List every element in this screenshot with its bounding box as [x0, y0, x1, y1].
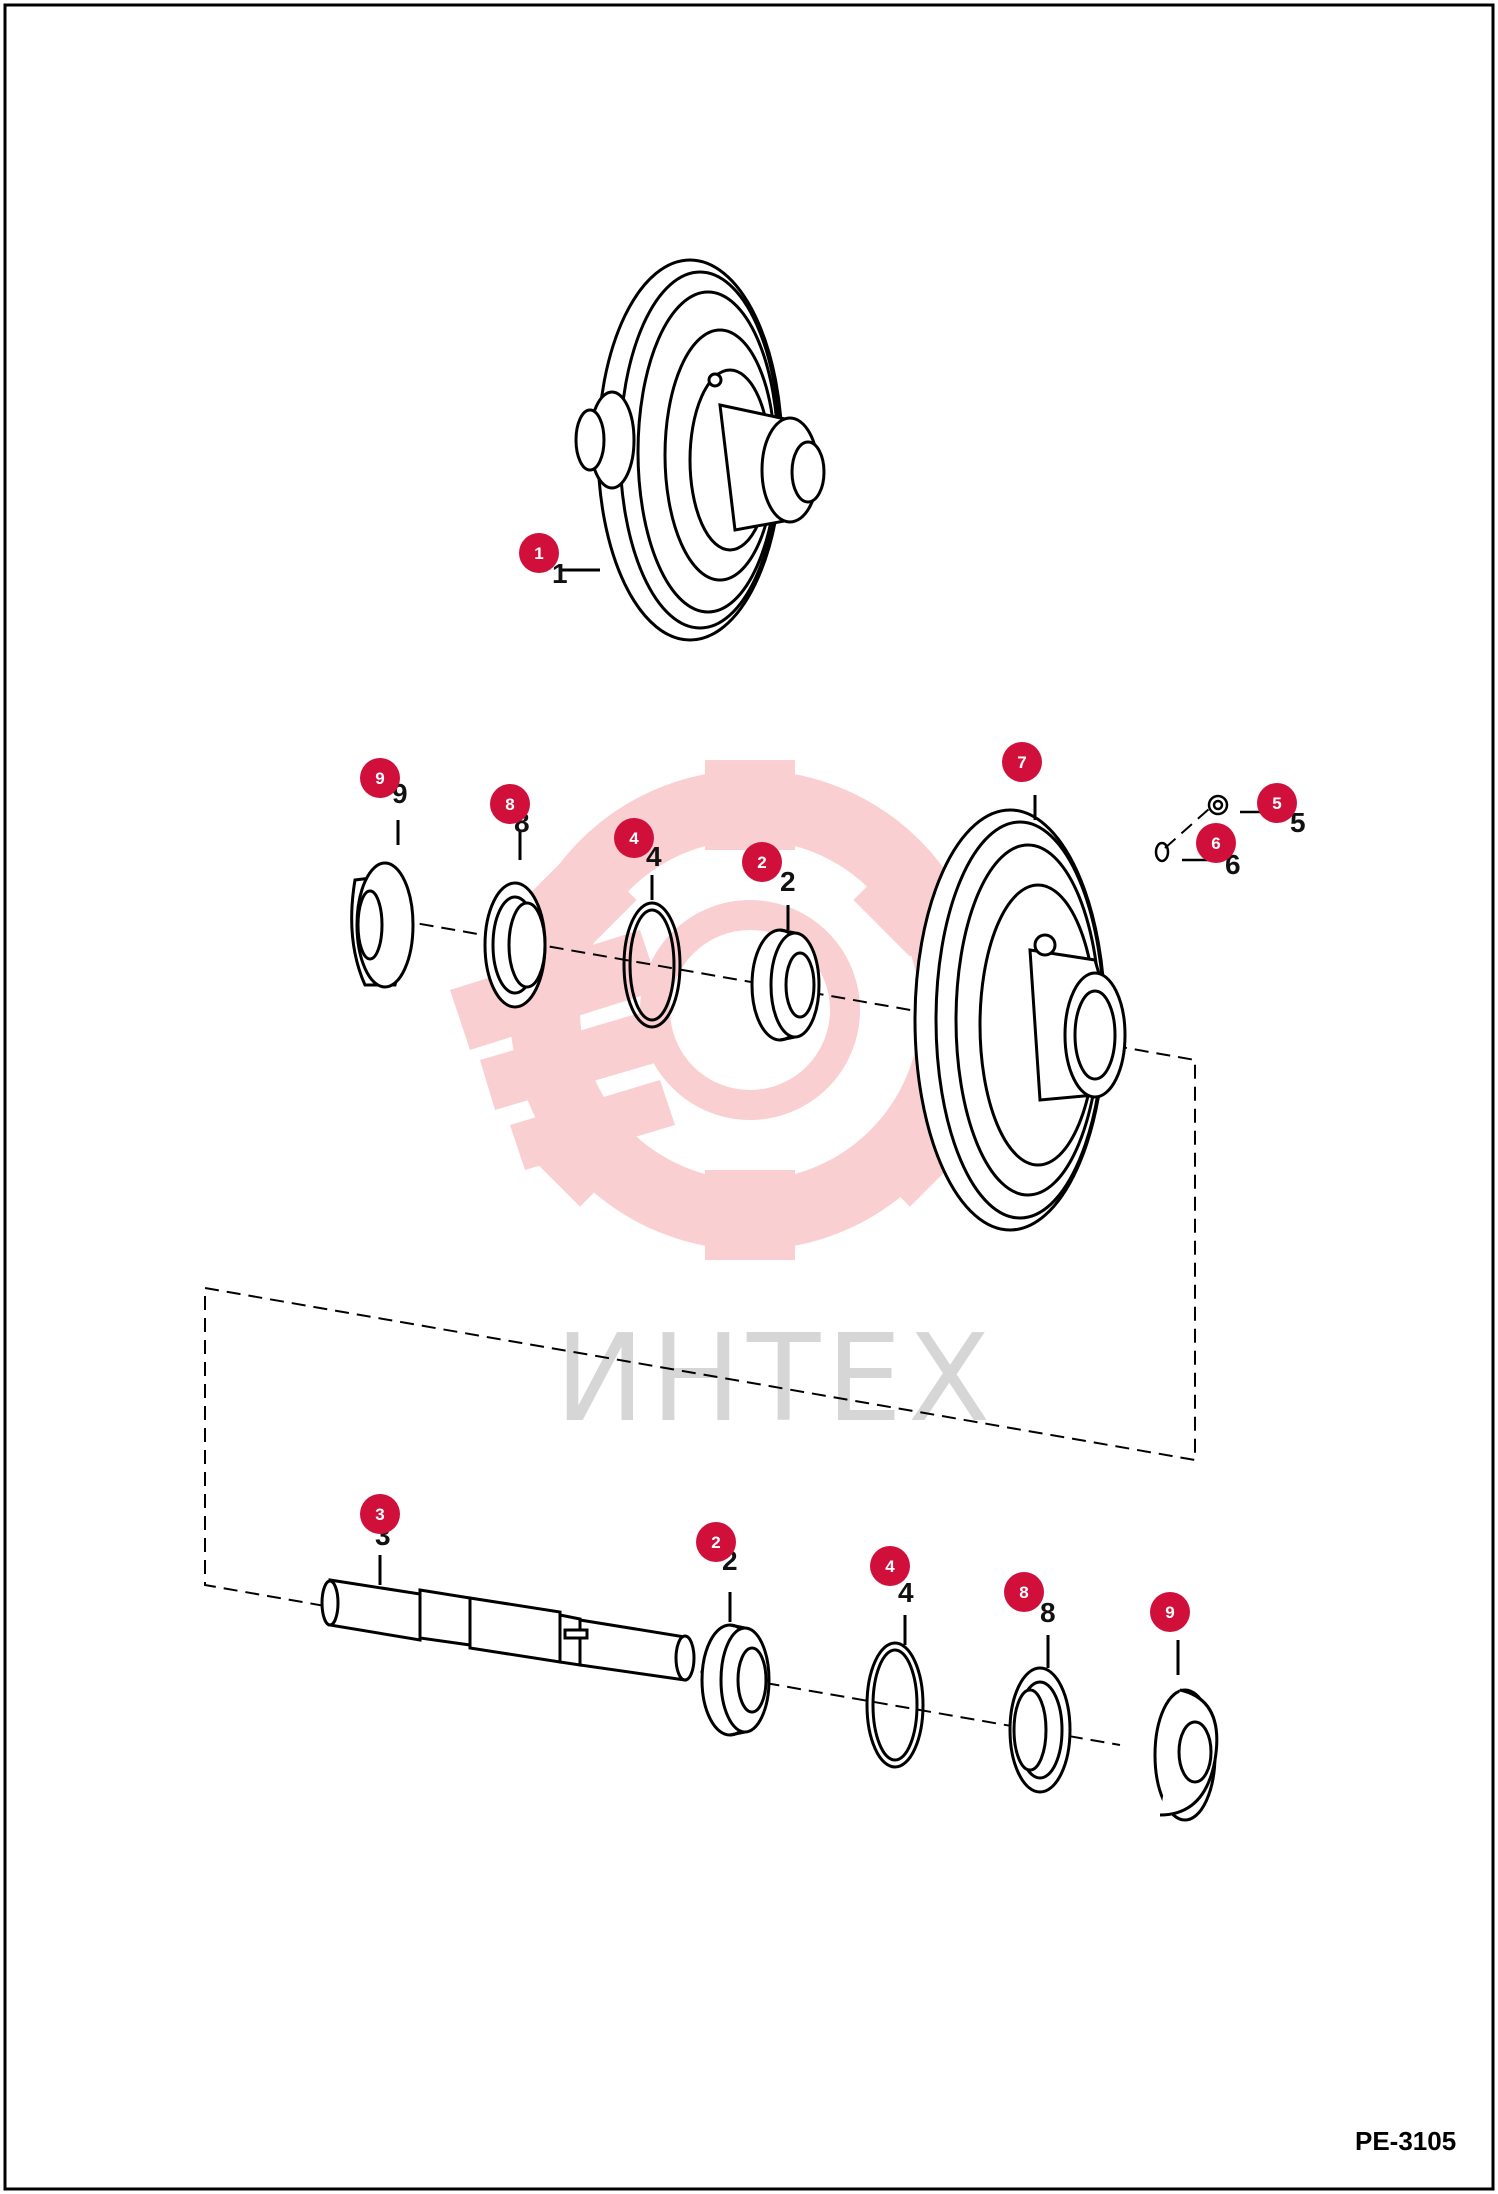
figure-code: PE-3105: [1355, 2126, 1456, 2156]
part-number-5: 5: [1290, 807, 1306, 838]
idler-wheel-icon: [913, 808, 1127, 1232]
part-number-1: 1: [552, 558, 568, 589]
callout-8b[interactable]: 8: [1004, 1572, 1044, 1612]
svg-text:9: 9: [1165, 1603, 1174, 1622]
watermark-text: ИНТЕХ: [555, 1310, 996, 1449]
callout-6[interactable]: 6: [1196, 823, 1236, 863]
shaft-icon: [320, 1578, 696, 1682]
end-cap-bottom-icon: [1153, 1688, 1219, 1822]
svg-text:8: 8: [505, 795, 514, 814]
bearing-bottom-icon: [700, 1623, 771, 1737]
callout-9b[interactable]: 9: [1150, 1592, 1190, 1632]
bearing-top-icon: [750, 928, 821, 1042]
svg-text:8: 8: [1019, 1583, 1028, 1602]
callout-2a[interactable]: 2: [742, 842, 782, 882]
svg-text:2: 2: [711, 1533, 720, 1552]
part-number-4b: 4: [898, 1577, 914, 1608]
part-number-8b: 8: [1040, 1597, 1056, 1628]
callout-markers: 1 9 8 4 2 7 5 6: [360, 533, 1297, 1632]
plug-o-ring-icon: [1154, 841, 1170, 863]
seal-top-icon: [483, 881, 547, 1009]
page-border: [3, 3, 1495, 2191]
plug-icon: [1207, 794, 1229, 816]
callout-3[interactable]: 3: [360, 1494, 400, 1534]
end-cap-top-icon: [350, 861, 415, 989]
callout-2b[interactable]: 2: [696, 1522, 736, 1562]
svg-text:4: 4: [629, 829, 639, 848]
svg-text:6: 6: [1211, 834, 1220, 853]
callout-7[interactable]: 7: [1002, 742, 1042, 782]
callout-8a[interactable]: 8: [490, 784, 530, 824]
svg-text:1: 1: [534, 544, 543, 563]
seal-bottom-icon: [1008, 1666, 1072, 1794]
callout-5[interactable]: 5: [1257, 783, 1297, 823]
svg-text:5: 5: [1272, 794, 1281, 813]
part-number-2a: 2: [780, 866, 796, 897]
callout-1[interactable]: 1: [519, 533, 559, 573]
svg-text:2: 2: [757, 853, 766, 872]
callout-4b[interactable]: 4: [870, 1546, 910, 1586]
svg-text:9: 9: [375, 769, 384, 788]
callout-4a[interactable]: 4: [614, 818, 654, 858]
svg-text:4: 4: [885, 1557, 895, 1576]
o-ring-bottom-icon: [865, 1641, 925, 1769]
o-ring-top-icon: [622, 901, 682, 1029]
callout-9a[interactable]: 9: [360, 758, 400, 798]
svg-text:7: 7: [1017, 753, 1026, 772]
svg-text:3: 3: [375, 1505, 384, 1524]
idler-wheel-assembly-icon: [574, 258, 826, 642]
